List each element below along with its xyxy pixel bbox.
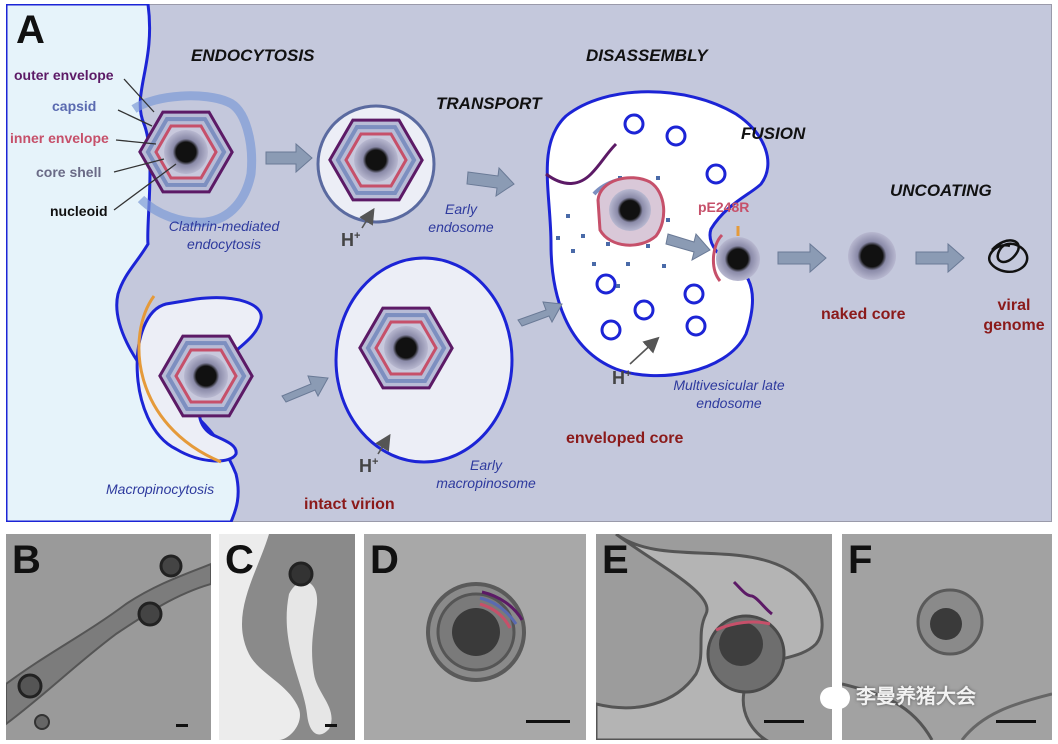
extracellular-space xyxy=(6,4,240,522)
micrograph-b xyxy=(6,534,211,740)
intraluminal-vesicles xyxy=(595,113,727,341)
scale-bar-e xyxy=(764,720,804,723)
stage-endocytosis: ENDOCYTOSIS xyxy=(191,46,315,65)
enveloped-core-late xyxy=(596,176,666,247)
label-pE248R: pE248R xyxy=(698,199,750,215)
legend-nucleoid: nucleoid xyxy=(50,203,108,219)
label-enveloped-core: enveloped core xyxy=(566,430,684,447)
em-panel-d: D xyxy=(364,534,586,740)
stage-uncoating: UNCOATING xyxy=(890,181,992,200)
label-naked-core: naked core xyxy=(821,306,906,323)
proton-arrows xyxy=(359,207,660,455)
stage-transport: TRANSPORT xyxy=(436,94,542,113)
watermark-text: 李曼养猪大会 xyxy=(856,686,976,708)
schematic xyxy=(6,4,1052,522)
em-panel-f: F xyxy=(842,534,1052,740)
watermark: 李曼养猪大会 xyxy=(820,680,976,709)
stage-disassembly: DISASSEMBLY xyxy=(586,46,708,65)
viral-genome-scribble xyxy=(987,239,1029,274)
process-arrows xyxy=(265,142,965,403)
fusing-core xyxy=(712,233,760,282)
virion-macropinocytosis xyxy=(158,334,254,418)
legend-core-shell: core shell xyxy=(36,164,102,180)
proton-label-1: H+ xyxy=(341,230,361,250)
micrograph-e xyxy=(596,534,832,740)
micrograph-c xyxy=(219,534,355,740)
micrograph-f xyxy=(842,534,1052,740)
panel-b-letter: B xyxy=(12,538,41,582)
virion-clathrin xyxy=(138,110,234,194)
naked-core xyxy=(848,232,896,280)
panel-a: A ENDOCYTOSIS TRANSPORT DISASSEMBLY FUSI… xyxy=(6,4,1052,522)
em-panel-c: C xyxy=(219,534,355,740)
em-panel-e: E xyxy=(596,534,832,740)
wechat-icon xyxy=(820,686,850,709)
proton-label-3: H+ xyxy=(612,368,632,388)
actin-filament xyxy=(137,295,222,464)
legend-pointers xyxy=(113,78,177,211)
proton-label-2: H+ xyxy=(359,456,379,476)
label-macropinocytosis: Macropinocytosis xyxy=(106,481,215,497)
legend-inner-envelope: inner envelope xyxy=(10,130,109,146)
scale-bar-d xyxy=(526,720,570,723)
label-intact-virion: intact virion xyxy=(304,496,395,513)
legend-outer-envelope: outer envelope xyxy=(14,67,114,83)
em-panel-b: B xyxy=(6,534,211,740)
scale-bar-f xyxy=(996,720,1036,723)
label-clathrin: Clathrin-mediated endocytosis xyxy=(168,218,280,252)
panel-e-letter: E xyxy=(602,538,629,582)
clathrin-coat xyxy=(131,91,257,227)
panel-d-letter: D xyxy=(370,538,399,582)
panel-c-letter: C xyxy=(225,538,254,582)
legend-capsid: capsid xyxy=(52,98,97,114)
label-early-macropinosome: Early macropinosome xyxy=(436,457,536,491)
scale-bar-c xyxy=(325,724,337,727)
scale-bar-b xyxy=(176,724,188,727)
label-late-endosome: Multivesicular late endosome xyxy=(673,377,785,411)
panel-f-letter: F xyxy=(848,538,873,582)
virion-endosome xyxy=(328,118,424,202)
label-viral-genome: viral genome xyxy=(983,297,1045,334)
label-early-endosome: Early endosome xyxy=(428,201,494,235)
panel-a-letter: A xyxy=(16,8,45,52)
stage-fusion: FUSION xyxy=(741,124,806,143)
micrograph-d xyxy=(364,534,586,740)
outer-envelope-remnant xyxy=(545,142,618,185)
virion-macropinosome xyxy=(358,306,454,390)
